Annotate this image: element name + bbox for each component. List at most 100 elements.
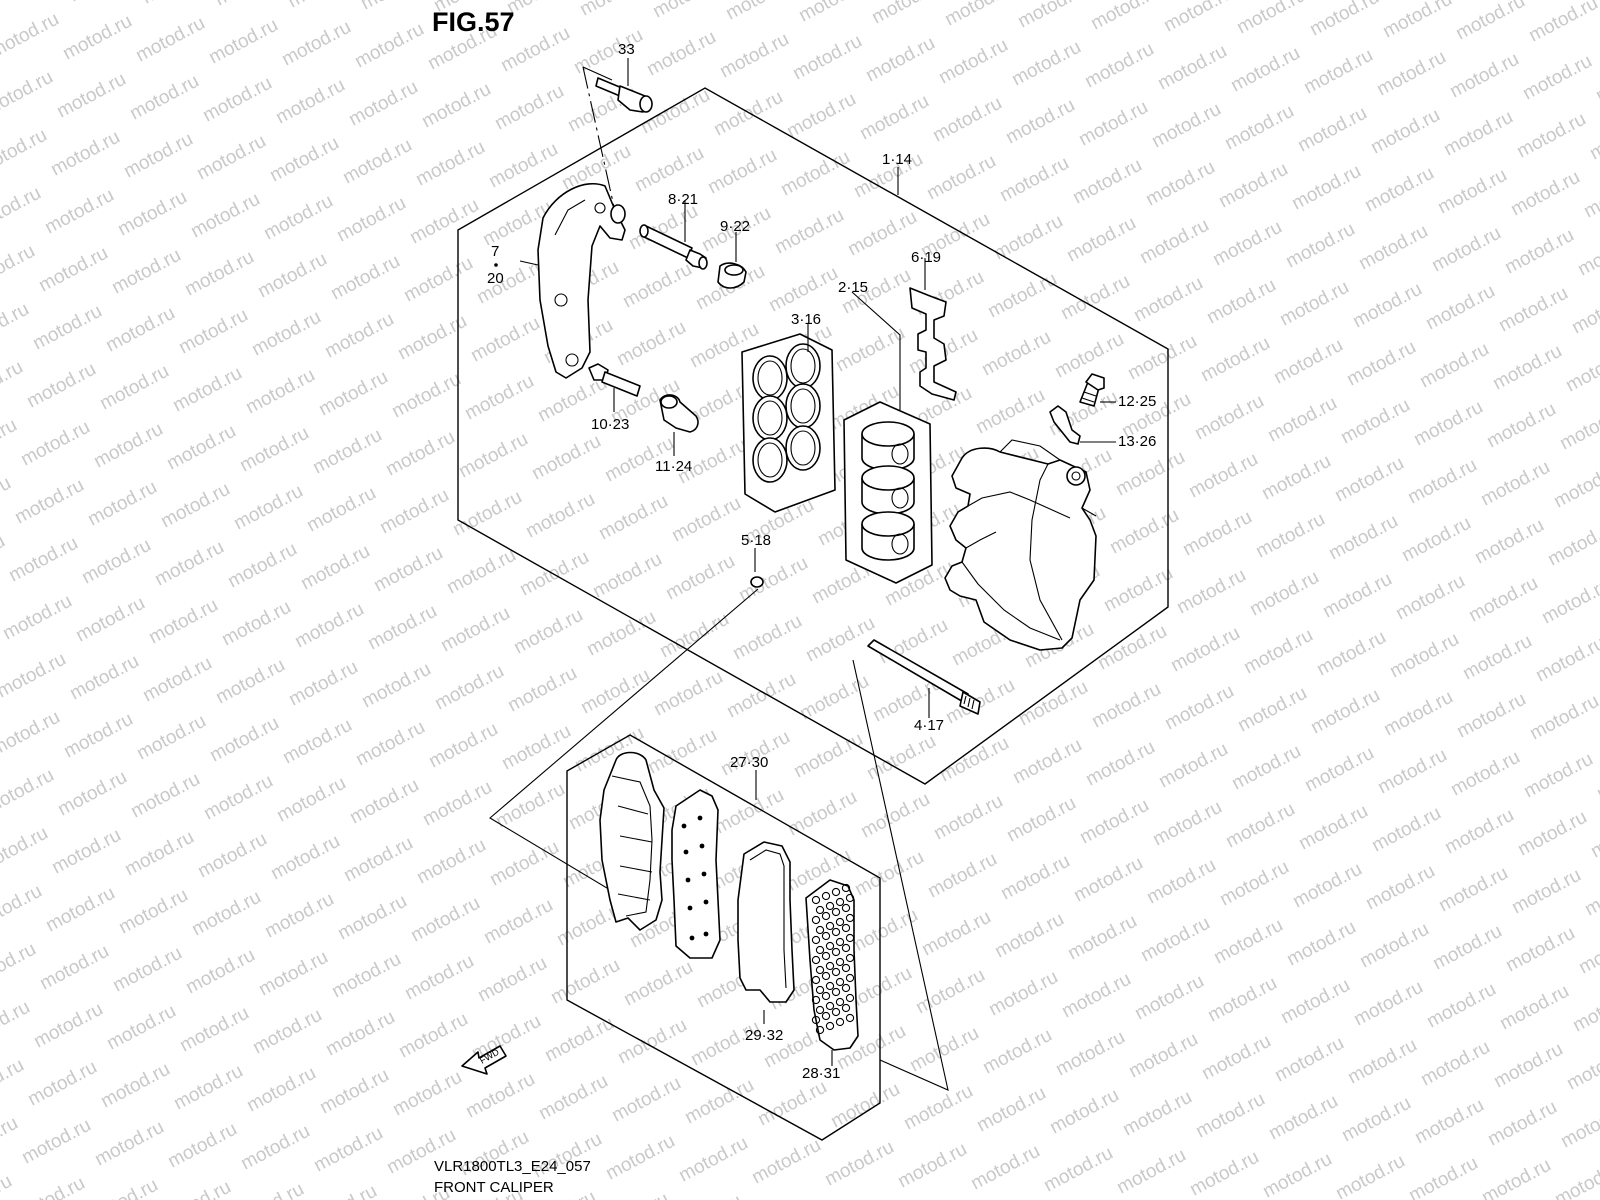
callout-13-26: 13·26 [1118,433,1156,450]
watermark-text: motod.ru [1051,329,1127,383]
perforation [845,993,855,1003]
callout-7-20-dot [494,263,498,267]
watermark-text: motod.ru [1265,1091,1341,1145]
perforation [835,917,845,927]
watermark-text: motod.ru [108,245,184,299]
watermark-text: motod.ru [316,1065,392,1119]
perforation [821,971,831,981]
watermark-text: motod.ru [1215,159,1291,213]
callout-11-24: 11·24 [655,458,692,475]
perforation [841,963,851,973]
watermark-text: motod.ru [1343,337,1419,391]
perforation [825,1001,835,1011]
watermark-text: motod.ru [985,967,1061,1021]
caliper-assembly-outline [457,87,1169,785]
watermark-text: motod.ru [1434,165,1510,219]
watermark-text: motod.ru [941,0,1017,30]
watermark-text: motod.ru [0,9,63,63]
boot-9-22 [717,262,747,289]
watermark-text: motod.ru [516,547,592,601]
watermark-text: motod.ru [832,323,908,377]
watermark-text: motod.ru [789,31,865,85]
watermark-text: motod.ru [1349,279,1425,333]
watermark-text: motod.ru [425,719,501,773]
watermark-text: motod.ru [783,89,859,143]
watermark-text: motod.ru [345,77,421,131]
piston-set-2-15 [843,401,933,584]
watermark-text: motod.ru [1568,285,1600,339]
guide-line-pad-right [852,659,949,1091]
watermark-text: motod.ru [272,75,348,129]
watermark-text: motod.ru [1203,275,1279,329]
watermark-text: motod.ru [145,595,221,649]
perforation [821,911,831,921]
watermark-text: motod.ru [997,851,1073,905]
watermark-text: motod.ru [461,371,537,425]
watermark-text: motod.ru [1581,867,1600,921]
watermark-text: motod.ru [260,191,336,245]
watermark-text: motod.ru [1411,1095,1487,1149]
watermark-text: motod.ru [0,125,51,179]
watermark-text: motod.ru [844,207,920,261]
watermark-text: motod.ru [1246,567,1322,621]
watermark-text: motod.ru [24,1057,100,1111]
watermark-text: motod.ru [1502,923,1578,977]
watermark-text: motod.ru [784,787,860,841]
watermark-text: motod.ru [1368,803,1444,857]
piston-top [861,511,915,537]
watermark-text: motod.ru [570,25,646,79]
watermark-text: motod.ru [406,195,482,249]
watermark-text: motod.ru [1081,39,1157,93]
watermark-text: motod.ru [704,145,780,199]
watermark-text: motod.ru [315,367,391,421]
slide-pin-8-21 [639,224,708,270]
watermark-text: motod.ru [255,947,331,1001]
watermark-text: motod.ru [716,29,792,83]
watermark-text: motod.ru [1233,0,1309,38]
watermark-text: motod.ru [41,185,117,239]
perforation [831,967,841,977]
watermark-text: motod.ru [322,1007,398,1061]
watermark-text: motod.ru [978,327,1054,381]
watermark-text: motod.ru [327,251,403,305]
watermark-text: motod.ru [1142,157,1218,211]
watermark-text: motod.ru [1501,225,1577,279]
shim-hole [703,931,709,937]
watermark-text: motod.ru [1422,281,1498,335]
watermark-text: motod.ru [856,91,932,145]
shim-hole [701,871,707,877]
watermark-text: motod.ru [1154,41,1230,95]
watermark-text: motod.ru [395,1009,471,1063]
watermark-text: motod.ru [151,537,227,591]
watermark-text: motod.ru [1374,745,1450,799]
watermark-text: motod.ru [59,11,135,65]
watermark-text: motod.ru [1332,1151,1408,1200]
watermark-text: motod.ru [351,19,427,73]
callout-2-15: 2·15 [838,279,868,296]
watermark-text: motod.ru [576,0,652,20]
watermark-text: motod.ru [1386,629,1462,683]
watermark-text: motod.ru [1416,339,1492,393]
watermark-text: motod.ru [176,1003,252,1057]
watermark-text: motod.ru [200,771,276,825]
perforation [811,975,821,985]
perforation [821,891,831,901]
watermark-text: motod.ru [340,833,416,887]
perforation [815,985,825,995]
watermark-text: motod.ru [66,651,142,705]
watermark-text: motod.ru [1259,1149,1335,1200]
watermark-text: motod.ru [60,709,136,763]
watermark-text: motod.ru [261,889,337,943]
watermark-text: motod.ru [851,847,927,901]
watermark-text: motod.ru [1301,743,1377,797]
callout-5-18: 5·18 [741,532,771,549]
watermark-text: motod.ru [1210,915,1286,969]
watermark-text: motod.ru [1380,687,1456,741]
watermark-text: motod.ru [1294,103,1370,157]
watermark-text: motod.ru [1405,1153,1481,1200]
watermark-text: motod.ru [1063,213,1139,267]
watermark-text: motod.ru [121,827,197,881]
watermark-text: motod.ru [1075,97,1151,151]
watermark-text: motod.ru [467,313,543,367]
